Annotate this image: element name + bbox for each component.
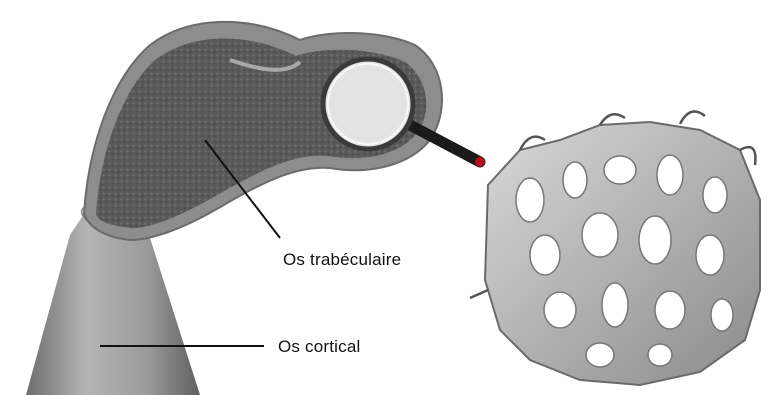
trabecular-microstructure: [470, 112, 760, 386]
cortical-bone-label: Os cortical: [278, 337, 361, 357]
trabecular-bone-label: Os trabéculaire: [283, 250, 401, 270]
